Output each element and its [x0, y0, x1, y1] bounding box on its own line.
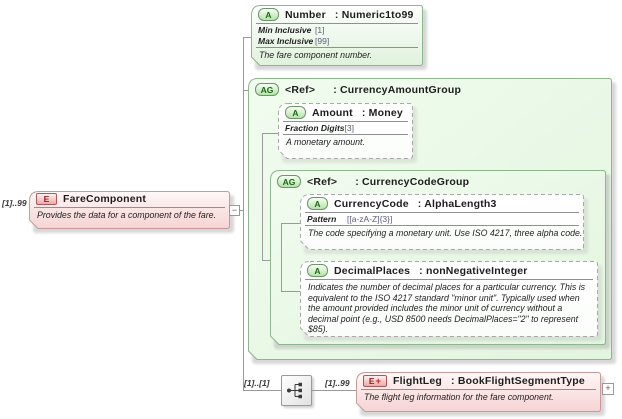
cardinality-label: [1]..99 — [325, 378, 350, 388]
divider — [256, 23, 418, 24]
attribute-type: : Numeric1to99 — [334, 8, 414, 21]
group-type-label: : CurrencyAmountGroup — [333, 83, 462, 96]
divider — [34, 207, 225, 208]
annotation-text: The code specifying a monetary unit. Use… — [308, 228, 583, 238]
divider — [305, 225, 579, 226]
connector-from-fare — [240, 210, 244, 211]
attribute-badge: A — [285, 106, 306, 119]
attribute-badge: A — [258, 8, 279, 21]
facet-label: Min Inclusive — [258, 25, 312, 35]
attribute-type: : AlphaLength3 — [417, 197, 497, 210]
fare-component-element-box[interactable]: E FareComponent Provides the data for a … — [29, 191, 230, 229]
cardinality-label: [1]..[1] — [244, 378, 270, 388]
decimal-places-attribute-box[interactable]: A DecimalPlaces : nonNegativeInteger Ind… — [300, 261, 598, 337]
facet-value: [99] — [315, 36, 330, 46]
attribute-group-badge: AG — [255, 83, 279, 96]
attribute-group-badge: AG — [277, 175, 301, 188]
element-badge-letter: E — [368, 376, 375, 386]
divider — [256, 47, 418, 48]
annotation-text: The flight leg information for the fare … — [364, 392, 554, 402]
annotation-text: Indicates the number of decimal places f… — [308, 282, 586, 334]
collapse-button[interactable]: − — [229, 205, 240, 216]
number-attribute-box[interactable]: A Number : Numeric1to99 Min Inclusive [1… — [251, 5, 423, 66]
attribute-type: : Money — [361, 106, 403, 119]
connector-trunk — [243, 37, 244, 391]
facet-value: [1] — [315, 25, 325, 35]
group-tree-to-amount — [262, 133, 279, 134]
attribute-name: CurrencyCode — [334, 197, 409, 210]
divider — [283, 121, 408, 122]
divider — [305, 212, 579, 213]
codegroup-tree-vertical — [281, 223, 282, 292]
attribute-name: Number — [285, 8, 326, 21]
attribute-badge: A — [307, 197, 328, 210]
element-name: FlightLeg — [393, 375, 443, 387]
element-badge: E — [36, 193, 57, 205]
cardinality-label: [1]..99 — [2, 198, 27, 208]
facet-value: [3] — [344, 123, 354, 133]
annotation-text: Provides the data for a component of the… — [37, 210, 216, 220]
divider — [361, 389, 596, 390]
element-type: : BookFlightSegmentType — [451, 375, 585, 387]
annotation-text: A monetary amount. — [286, 137, 365, 147]
element-badge-plus-icon: + — [375, 375, 382, 387]
facet-label: Pattern — [307, 214, 337, 224]
group-tree-vertical — [262, 133, 263, 261]
element-badge: E + — [363, 375, 387, 387]
facet-value: [[a-zA-Z]{3}] — [347, 214, 393, 224]
divider — [283, 134, 408, 135]
attribute-type: : nonNegativeInteger — [419, 264, 528, 277]
sequence-compositor-icon[interactable] — [281, 375, 312, 406]
group-ref-label: <Ref> — [307, 175, 338, 188]
group-ref-label: <Ref> — [285, 83, 316, 96]
sequence-icon — [287, 382, 302, 399]
annotation-text: The fare component number. — [259, 50, 373, 60]
element-name: FareComponent — [63, 193, 147, 205]
flight-leg-element-box[interactable]: E + FlightLeg : BookFlightSegmentType Th… — [356, 372, 601, 412]
attribute-name: Amount — [312, 106, 353, 119]
currency-code-attribute-box[interactable]: A CurrencyCode : AlphaLength3 Pattern [[… — [300, 194, 584, 250]
connector-to-flightleg — [311, 390, 357, 391]
group-type-label: : CurrencyCodeGroup — [355, 175, 470, 188]
codegroup-tree-to-currencycode — [281, 223, 301, 224]
connector-to-number — [243, 37, 252, 38]
connector-to-amount-group — [243, 90, 249, 91]
attribute-name: DecimalPlaces — [334, 264, 411, 277]
divider — [305, 279, 593, 280]
expand-button[interactable]: + — [602, 383, 614, 395]
facet-label: Max Inclusive — [258, 36, 314, 46]
facet-label: Fraction Digits — [285, 123, 345, 133]
attribute-badge: A — [307, 264, 328, 277]
connector-to-sequence — [243, 390, 282, 391]
amount-attribute-box[interactable]: A Amount : Money Fraction Digits [3] A m… — [278, 103, 413, 159]
codegroup-tree-to-decimalplaces — [281, 291, 301, 292]
